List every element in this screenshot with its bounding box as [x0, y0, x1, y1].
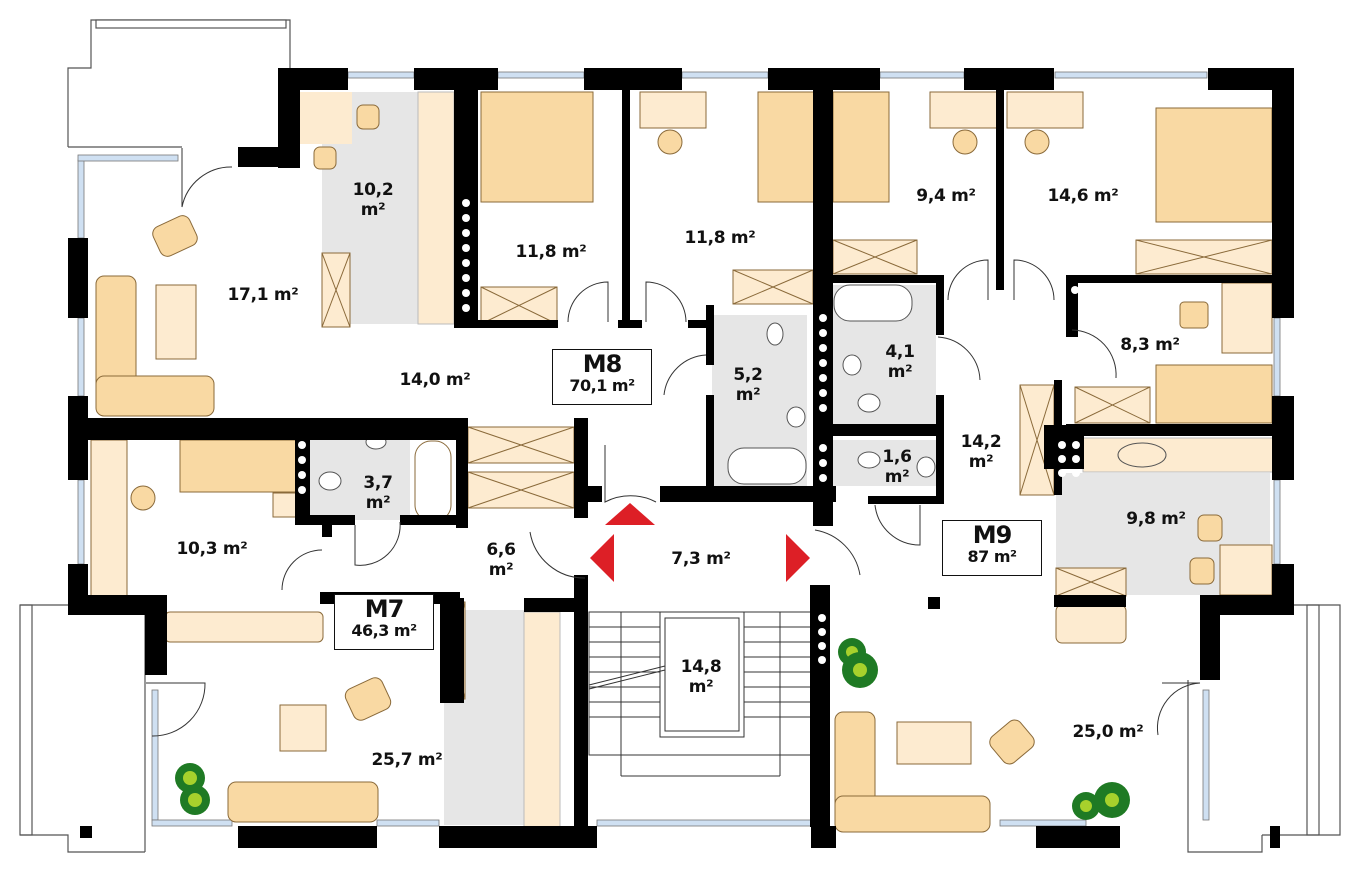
area-number: 14,2: [960, 432, 1002, 452]
area-unit: m²: [884, 467, 910, 487]
room-area-m7-bedroom: 10,3 m²: [176, 539, 248, 559]
area-number: 10,2: [352, 180, 394, 200]
area-number: 4,1: [885, 342, 915, 362]
room-area-m9-wc: 1,6 m²: [882, 447, 912, 487]
room-area-staircase: 14,8 m²: [681, 657, 722, 697]
area-number: 6,6: [486, 540, 516, 560]
area-number: 14,8: [680, 657, 722, 677]
unit-label-m7: M7 46,3 m²: [334, 594, 434, 650]
room-area-m9-living: 25,0 m²: [1072, 722, 1144, 742]
room-area-m7-living: 25,7 m²: [371, 750, 443, 770]
area-unit: m²: [887, 362, 913, 382]
room-area-m8-bedroom-1: 11,8 m²: [515, 242, 587, 262]
room-area-m9-bedroom-1: 9,4 m²: [916, 186, 976, 206]
room-area-m8-living: 17,1 m²: [227, 285, 299, 305]
unit-name: M7: [364, 595, 405, 623]
room-area-m9-hall: 14,2 m²: [961, 432, 1002, 472]
area-number: 1,6: [882, 447, 912, 467]
area-unit: m²: [488, 560, 514, 580]
windows: [77, 71, 1281, 827]
arrow-right-icon: [786, 534, 810, 582]
room-area-landing: 7,3 m²: [671, 549, 731, 569]
plants: [175, 638, 1130, 820]
area-number: 3,7: [363, 473, 393, 493]
area-unit: m²: [735, 385, 761, 405]
ventilation-shafts: [298, 199, 1080, 744]
room-area-m8-bathroom: 5,2 m²: [733, 365, 763, 405]
area-unit: m²: [688, 677, 714, 697]
room-area-m8-kitchen: 10,2 m²: [353, 180, 394, 220]
area-unit: m²: [360, 200, 386, 220]
entrance-arrows: [590, 503, 810, 582]
unit-name: M8: [582, 350, 623, 378]
sanitary-fixtures: [318, 284, 1167, 491]
staircase: [588, 611, 820, 777]
room-area-m9-bedroom-3: 8,3 m²: [1120, 335, 1180, 355]
unit-label-m9: M9 87 m²: [942, 520, 1042, 576]
arrow-up-icon: [605, 503, 655, 525]
arrow-left-icon: [590, 534, 614, 582]
room-area-m9-bathroom: 4,1 m²: [885, 342, 915, 382]
walls: [68, 68, 1294, 848]
room-area-m8-bedroom-2: 11,8 m²: [684, 228, 756, 248]
unit-area: 87 m²: [967, 547, 1017, 566]
unit-area: 70,1 m²: [569, 376, 635, 395]
doors: [146, 148, 1201, 737]
balcony-outlines: [19, 19, 1341, 853]
room-area-m9-kitchen: 9,8 m²: [1126, 509, 1186, 529]
room-area-m7-hall: 6,6 m²: [486, 540, 516, 580]
room-area-m9-bedroom-2: 14,6 m²: [1047, 186, 1119, 206]
room-area-m7-bathroom: 3,7 m²: [363, 473, 393, 513]
unit-name: M9: [972, 521, 1013, 549]
unit-label-m8: M8 70,1 m²: [552, 349, 652, 405]
room-area-m8-hall: 14,0 m²: [399, 370, 471, 390]
area-unit: m²: [365, 493, 391, 513]
area-unit: m²: [968, 452, 994, 472]
unit-area: 46,3 m²: [351, 621, 417, 640]
area-number: 5,2: [733, 365, 763, 385]
